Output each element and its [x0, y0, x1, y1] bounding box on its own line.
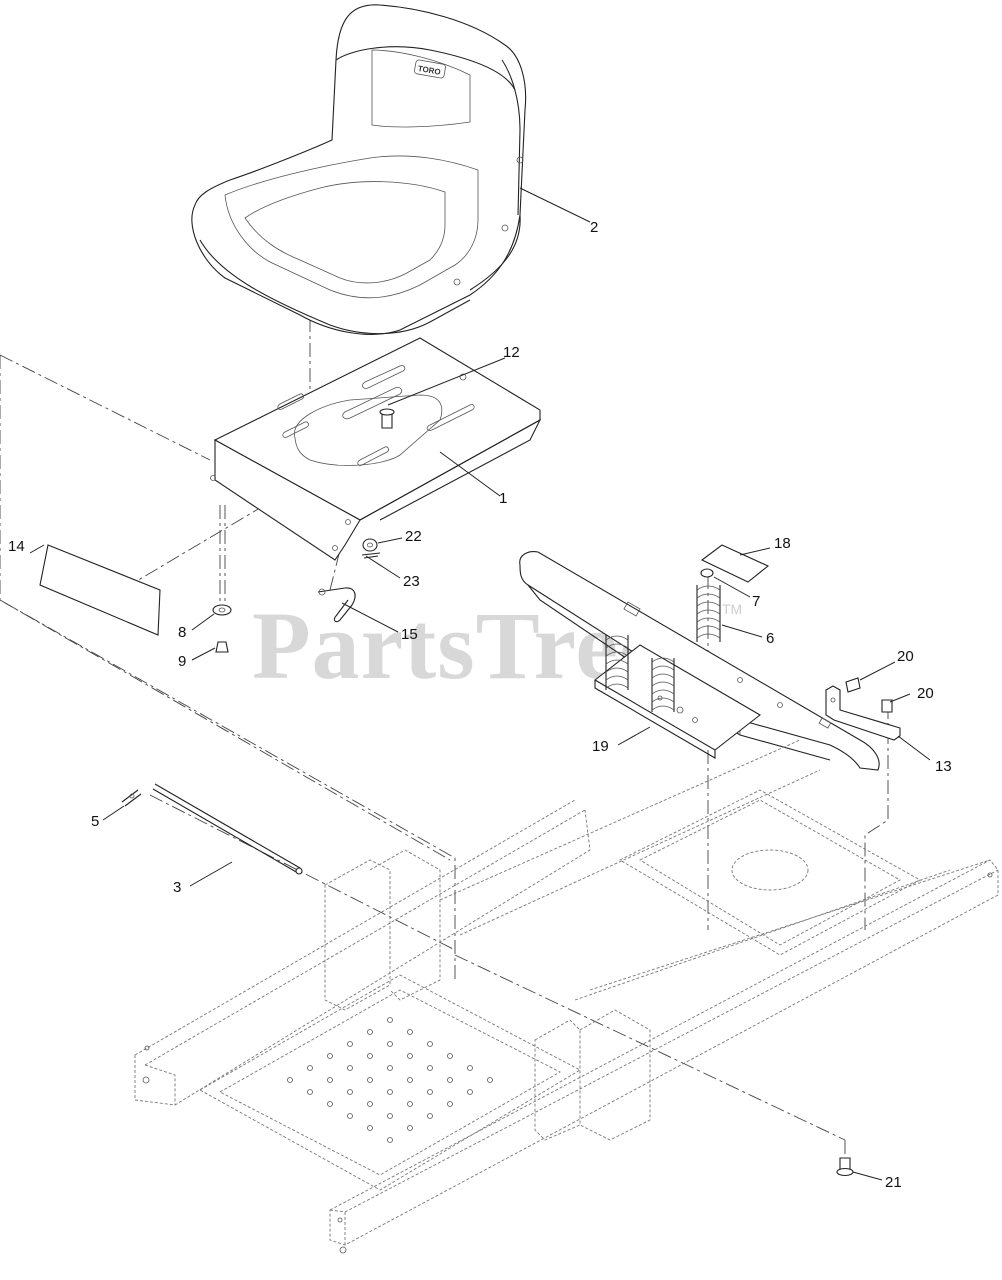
callout-23: 23 — [403, 573, 420, 590]
chassis-frame — [134, 739, 999, 1254]
decal-14 — [39, 544, 161, 636]
rod-3 — [152, 783, 303, 875]
callout-1: 1 — [499, 490, 507, 507]
callout-18: 18 — [774, 535, 791, 552]
bumper-7 — [700, 568, 714, 578]
callout-6: 6 — [766, 630, 774, 647]
callout-21: 21 — [885, 1174, 902, 1191]
seat-logo: TORO — [414, 59, 446, 79]
assembly-lines — [0, 318, 889, 1160]
suspension-bar — [519, 551, 880, 771]
bracket-13 — [825, 685, 901, 741]
leader-lines — [29, 187, 931, 1181]
callout-12: 12 — [503, 344, 520, 361]
callout-22: 22 — [405, 528, 422, 545]
bolt-12 — [379, 408, 395, 429]
seat: TORO — [191, 4, 527, 335]
callout-8: 8 — [178, 624, 186, 641]
callout-19: 19 — [592, 738, 609, 755]
callout-5: 5 — [91, 813, 99, 830]
springs — [605, 585, 721, 712]
callout-14: 14 — [8, 538, 25, 555]
bolts-20 — [845, 677, 893, 713]
nut-9 — [215, 641, 229, 653]
callout-20-b: 20 — [917, 685, 934, 702]
spring-b — [651, 657, 675, 712]
svg-text:TORO: TORO — [417, 64, 441, 77]
seat-plate — [210, 337, 542, 561]
washer-8 — [212, 604, 232, 616]
callout-7: 7 — [752, 593, 760, 610]
callouts: 1 2 3 5 6 7 8 9 12 13 14 15 18 19 20 20 … — [8, 219, 952, 1191]
callout-15: 15 — [401, 626, 418, 643]
callout-20-a: 20 — [897, 648, 914, 665]
pin-5 — [121, 789, 142, 807]
callout-13: 13 — [935, 758, 952, 775]
washer-22 — [362, 538, 378, 552]
callout-9: 9 — [178, 653, 186, 670]
spring-a — [605, 635, 629, 690]
callout-2: 2 — [590, 219, 598, 236]
bolt-21 — [836, 1157, 854, 1177]
spring-6 — [696, 585, 721, 642]
watermark-tm: TM — [722, 601, 742, 617]
foot-deck-holes — [287, 1017, 493, 1143]
clip-15 — [317, 587, 356, 623]
pin-23 — [361, 552, 381, 559]
decal-18 — [700, 544, 770, 583]
callout-3: 3 — [173, 879, 181, 896]
